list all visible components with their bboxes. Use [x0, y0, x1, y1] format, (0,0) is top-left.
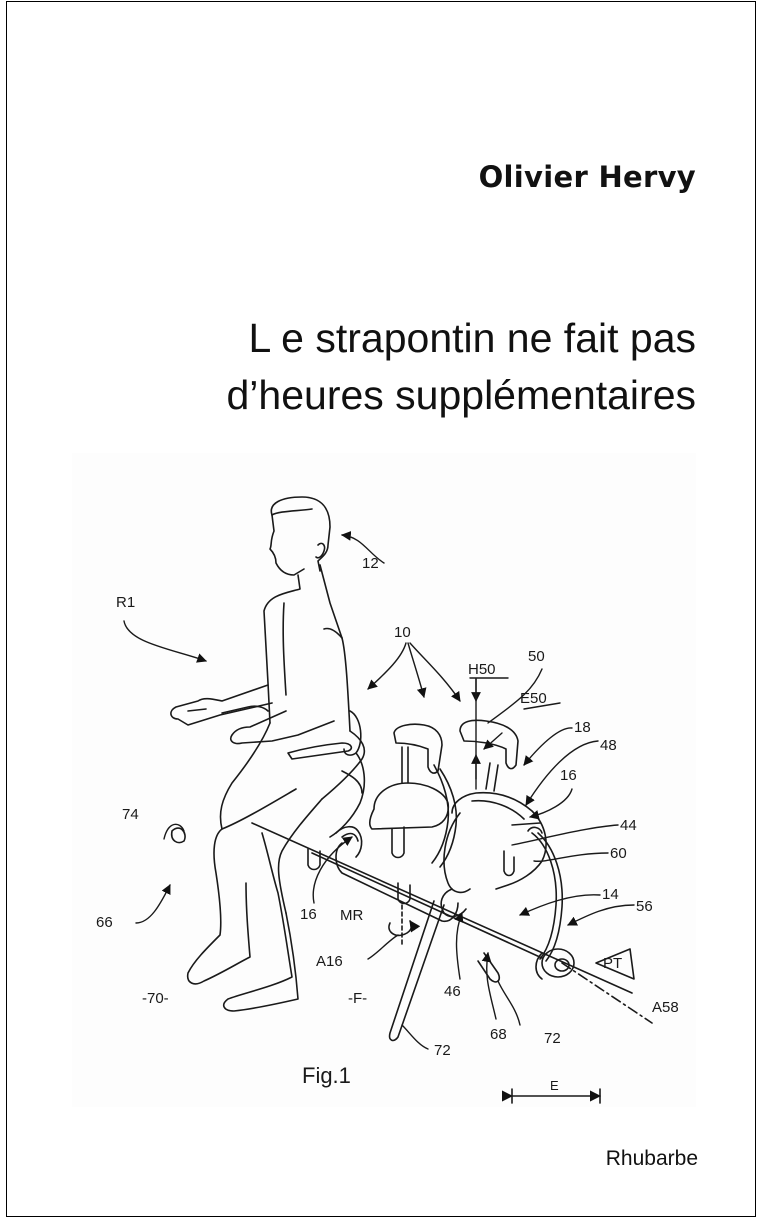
label-mr: MR: [340, 907, 364, 924]
label-pt: PT: [603, 955, 623, 972]
label-68: 68: [490, 1026, 507, 1043]
label-16-bottom: 16: [300, 906, 317, 923]
seat-unit-2: [335, 723, 459, 923]
dimension-e: [501, 1088, 602, 1104]
person-figure: [170, 496, 366, 1012]
book-title: L e strapontin ne fait pas d’heures supp…: [227, 310, 697, 424]
title-line-2: d’heures supplémentaires: [226, 372, 697, 418]
label-48: 48: [600, 737, 617, 754]
label-72-bottom: 72: [434, 1042, 451, 1059]
label-a58: A58: [652, 999, 679, 1016]
label-60: 60: [610, 845, 627, 862]
label-a16: A16: [316, 953, 343, 970]
label-18: 18: [574, 719, 591, 736]
label-e50: E50: [520, 690, 547, 707]
pt-triangle: [595, 948, 635, 980]
title-line-1: L e strapontin ne fait pas: [248, 315, 697, 361]
author-name: Olivier Hervy: [478, 160, 696, 194]
label-r1: R1: [116, 594, 136, 611]
rotation-arrow: [388, 920, 421, 937]
support-strut: [388, 900, 445, 1042]
label-16-top: 16: [560, 767, 577, 784]
label-h50: H50: [468, 661, 496, 678]
label-f: -F-: [348, 990, 368, 1007]
label-74: 74: [122, 806, 139, 823]
label-44: 44: [620, 817, 637, 834]
label-72-right: 72: [544, 1030, 561, 1047]
label-e: E: [550, 1078, 559, 1093]
label-12: 12: [362, 555, 379, 572]
label-14: 14: [602, 886, 619, 903]
leader-lines: [123, 531, 635, 1050]
label-56: 56: [636, 898, 653, 915]
figure-caption: Fig.1: [302, 1063, 351, 1088]
seat-diagram-drawing: [123, 496, 653, 1104]
patent-illustration: 12 R1 10 H50 50 E50 18 48 16 44 60 74 14…: [72, 453, 696, 1107]
publisher-name: Rhubarbe: [605, 1147, 698, 1170]
label-66: 66: [96, 914, 113, 931]
label-10: 10: [394, 624, 411, 641]
label-50: 50: [528, 648, 545, 665]
label-70: -70-: [142, 990, 169, 1007]
label-46: 46: [444, 983, 461, 1000]
